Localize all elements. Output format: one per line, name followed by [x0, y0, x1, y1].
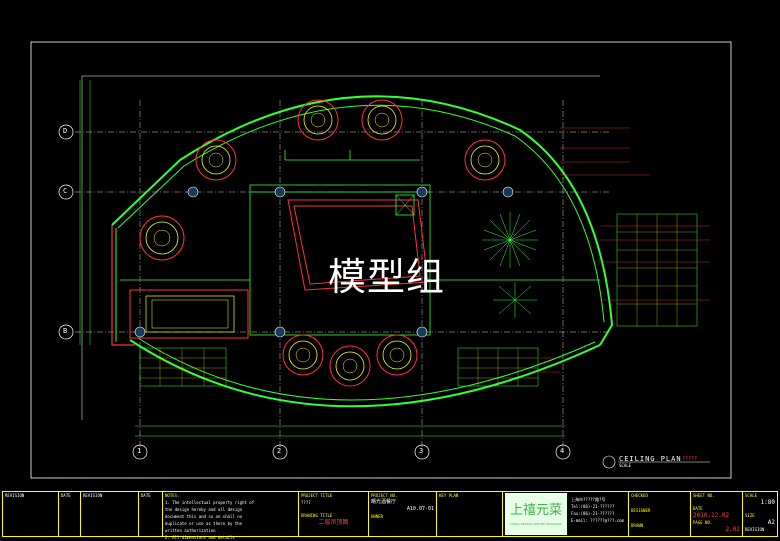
revision-head-2: REVISION: [83, 493, 103, 498]
notes-column: NOTES: 1. The intellectual property righ…: [163, 492, 299, 540]
notes-head: NOTES:: [165, 493, 180, 498]
plan-title-suffix: ?????: [682, 456, 698, 462]
notes-line-6: 2. All dimensions and details: [165, 535, 235, 540]
axis-label-2: 2: [277, 447, 282, 455]
address-line-2: Tel:(86)-21-??????: [571, 504, 615, 509]
building-outline: [111, 95, 614, 408]
axis-bubbles: [58, 124, 571, 460]
page-no-head: PAGE NO.: [693, 520, 713, 525]
revision-column-1: REVISION: [3, 492, 59, 536]
round-ceiling-features: [139, 99, 506, 387]
axis-label-1: 1: [137, 447, 142, 455]
project-name: 曙光酒餐厅: [371, 499, 397, 505]
key-plan-column: KEY PLAN: [437, 492, 503, 536]
axis-label-3: 3: [419, 447, 424, 455]
sheet-no-head: SHEET NO.: [693, 493, 715, 498]
project-title-head: PROJECT TITLE: [301, 493, 333, 498]
company-name-cn: 上禧元菜: [509, 503, 562, 518]
drawing-title-head: DRAWING TITLE: [301, 513, 333, 518]
address-line-1: 上海市?????路?号: [571, 497, 606, 502]
date-head: DATE: [61, 493, 71, 498]
address-line-4: E-mail: ??????@???.com: [571, 518, 624, 523]
axis-label-d: D: [63, 127, 68, 135]
interior-walls: [120, 150, 600, 336]
checked-head: CHECKED: [631, 493, 648, 498]
scale-column: SCALE 1:80 SIZE A2 REVISION: [743, 492, 777, 536]
scale-value: 1:80: [760, 499, 775, 506]
notes-line-2: the design hereby and all design: [165, 507, 243, 512]
drawing-frame: [30, 41, 732, 479]
revision-column-2: REVISION: [81, 492, 139, 536]
leader-lines: [540, 127, 710, 373]
scale-head: SCALE: [745, 493, 758, 498]
project-title: ????: [301, 500, 311, 505]
date-column-1: DATE: [59, 492, 81, 536]
grille-hatch: [140, 214, 697, 386]
plan-scale: SCALE: [619, 463, 632, 468]
size-value: A2: [767, 519, 775, 526]
revision-label: REVISION: [745, 527, 765, 532]
designer-head: DESIGNER: [631, 508, 651, 513]
starburst-lights: [482, 212, 538, 318]
project-no-head: PROJECT NO.: [371, 493, 398, 498]
structural-columns: [134, 186, 514, 338]
key-plan-head: KEY PLAN: [439, 493, 459, 498]
axis-label-c: C: [63, 187, 68, 195]
notes-line-3: document this and so on shall no: [165, 514, 243, 519]
date-value: 2010.12.02: [693, 512, 730, 519]
company-name-en: CHINA DESIGN CENTRE SHANGHAI: [510, 522, 562, 526]
date-column-2: DATE: [139, 492, 163, 536]
address-line-3: Fax:(86)-21-??????: [571, 511, 615, 516]
drawn-head: DRAWN: [631, 523, 644, 528]
top-dimension-lines: [81, 75, 600, 420]
page-no: 2.02: [725, 526, 740, 533]
date-head-2: DATE: [141, 493, 151, 498]
notes-line-1: 1. The intellectual property right of: [165, 500, 255, 505]
people-column: CHECKED DESIGNER DRAWN: [629, 492, 691, 536]
rect-ceiling-panel: [129, 289, 249, 339]
project-no-column: PROJECT NO. 曙光酒餐厅 A10.07-01 OWNER: [369, 492, 437, 536]
company-logo: 上禧元菜 CHINA DESIGN CENTRE SHANGHAI: [505, 493, 567, 535]
title-block: REVISION DATE REVISION DATE NOTES: 1. Th…: [2, 491, 778, 540]
address-column: 上海市?????路?号 Tel:(86)-21-?????? Fax:(86)-…: [569, 492, 629, 536]
plan-title: CEILING PLAN: [619, 455, 682, 463]
central-atrium: [287, 199, 429, 291]
owner-head: OWNER: [371, 514, 384, 519]
project-title-column: PROJECT TITLE ???? DRAWING TITLE 二层吊顶图: [299, 492, 369, 536]
bottom-dimension-lines: [135, 425, 565, 437]
drawing-title: 二层吊顶图: [318, 519, 349, 526]
date-field-head: DATE: [693, 506, 703, 511]
project-no: A10.07-01: [406, 506, 434, 512]
notes-line-4: duplicate or use as there by the: [165, 521, 243, 526]
axis-label-4: 4: [560, 447, 565, 455]
stair-box: [395, 194, 415, 216]
revision-head: REVISION: [5, 493, 25, 498]
watermark: 模型组: [328, 255, 446, 299]
size-head: SIZE: [745, 513, 755, 518]
left-dimension-lines: [79, 80, 91, 345]
sheet-column: SHEET NO. DATE 2010.12.02 PAGE NO. 2.02: [691, 492, 743, 536]
notes-line-5: written authorization: [165, 528, 216, 533]
axis-label-b: B: [63, 327, 68, 335]
